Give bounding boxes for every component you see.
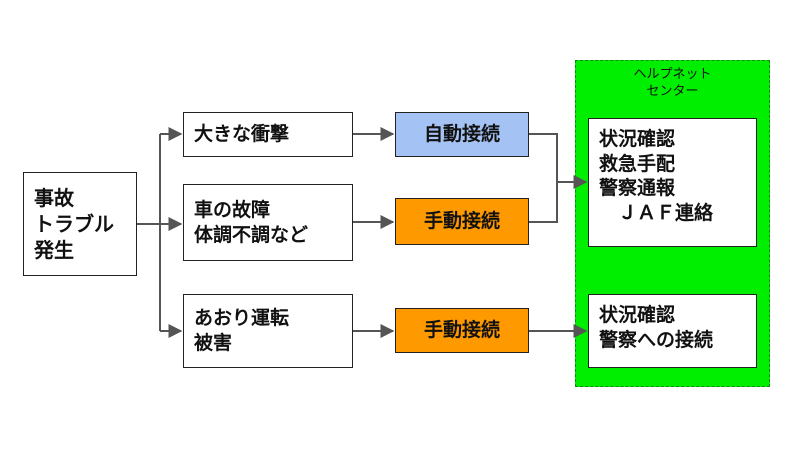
connection-node-auto: 自動接続 (395, 112, 529, 157)
connection-label: 手動接続 (423, 210, 500, 233)
response-node-1: 状況確認 救急手配 警察通報 ＪＡＦ連絡 (588, 118, 757, 247)
start-node-accident: 事故 トラブル 発生 (23, 172, 137, 276)
response-label: 状況確認 警察への接続 (599, 304, 714, 351)
connection-node-manual: 手動接続 (395, 198, 529, 245)
connection-label: 手動接続 (423, 319, 500, 342)
cause-label: あおり運転 被害 (194, 307, 290, 354)
cause-node-breakdown: 車の故障 体調不調など (183, 184, 353, 261)
start-node-label: 事故 トラブル 発生 (34, 186, 114, 262)
response-label: 状況確認 救急手配 警察通報 ＪＡＦ連絡 (599, 128, 714, 225)
merge-from-auto (529, 133, 558, 223)
connection-label: 自動接続 (423, 123, 500, 146)
connection-node-manual: 手動接続 (395, 308, 529, 353)
cause-node-road-rage: あおり運転 被害 (183, 294, 353, 368)
response-node-2: 状況確認 警察への接続 (588, 294, 757, 368)
cause-label: 車の故障 体調不調など (194, 198, 309, 246)
cause-label: 大きな衝撃 (194, 123, 290, 146)
help-center-title: ヘルプネット センター (633, 67, 712, 99)
cause-node-impact: 大きな衝撃 (183, 112, 353, 157)
